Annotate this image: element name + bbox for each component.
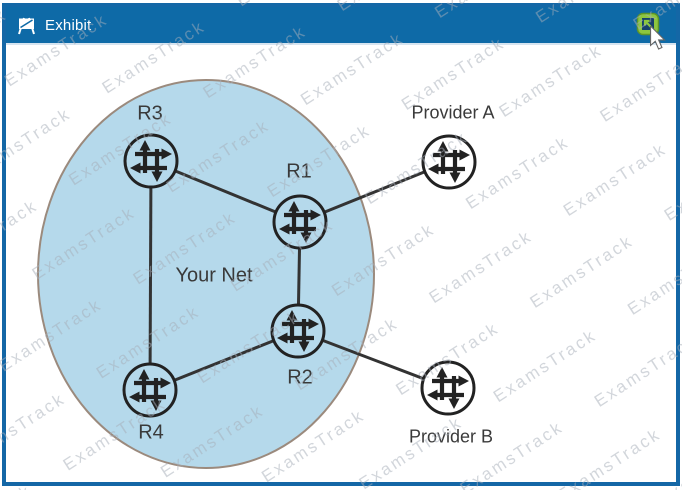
label-your-net: Your Net — [175, 264, 253, 287]
router-r2 — [272, 305, 324, 357]
titlebar[interactable]: Exhibit — [6, 7, 676, 45]
router-r3 — [125, 135, 177, 187]
router-provider-a — [423, 136, 475, 188]
label-r3: R3 — [137, 102, 163, 125]
label-provider-a: Provider A — [411, 102, 495, 123]
label-provider-b: Provider B — [408, 426, 494, 447]
your-net-zone — [37, 79, 375, 469]
router-r1 — [274, 196, 326, 248]
label-r4: R4 — [138, 421, 164, 444]
router-provider-b — [422, 362, 474, 414]
label-r1: R1 — [286, 160, 312, 183]
window-title: Exhibit — [45, 16, 92, 34]
label-r2: R2 — [287, 366, 313, 389]
link-r3-r4 — [148, 160, 153, 391]
easel-exhibit-icon — [15, 15, 37, 35]
router-r4 — [124, 364, 176, 416]
